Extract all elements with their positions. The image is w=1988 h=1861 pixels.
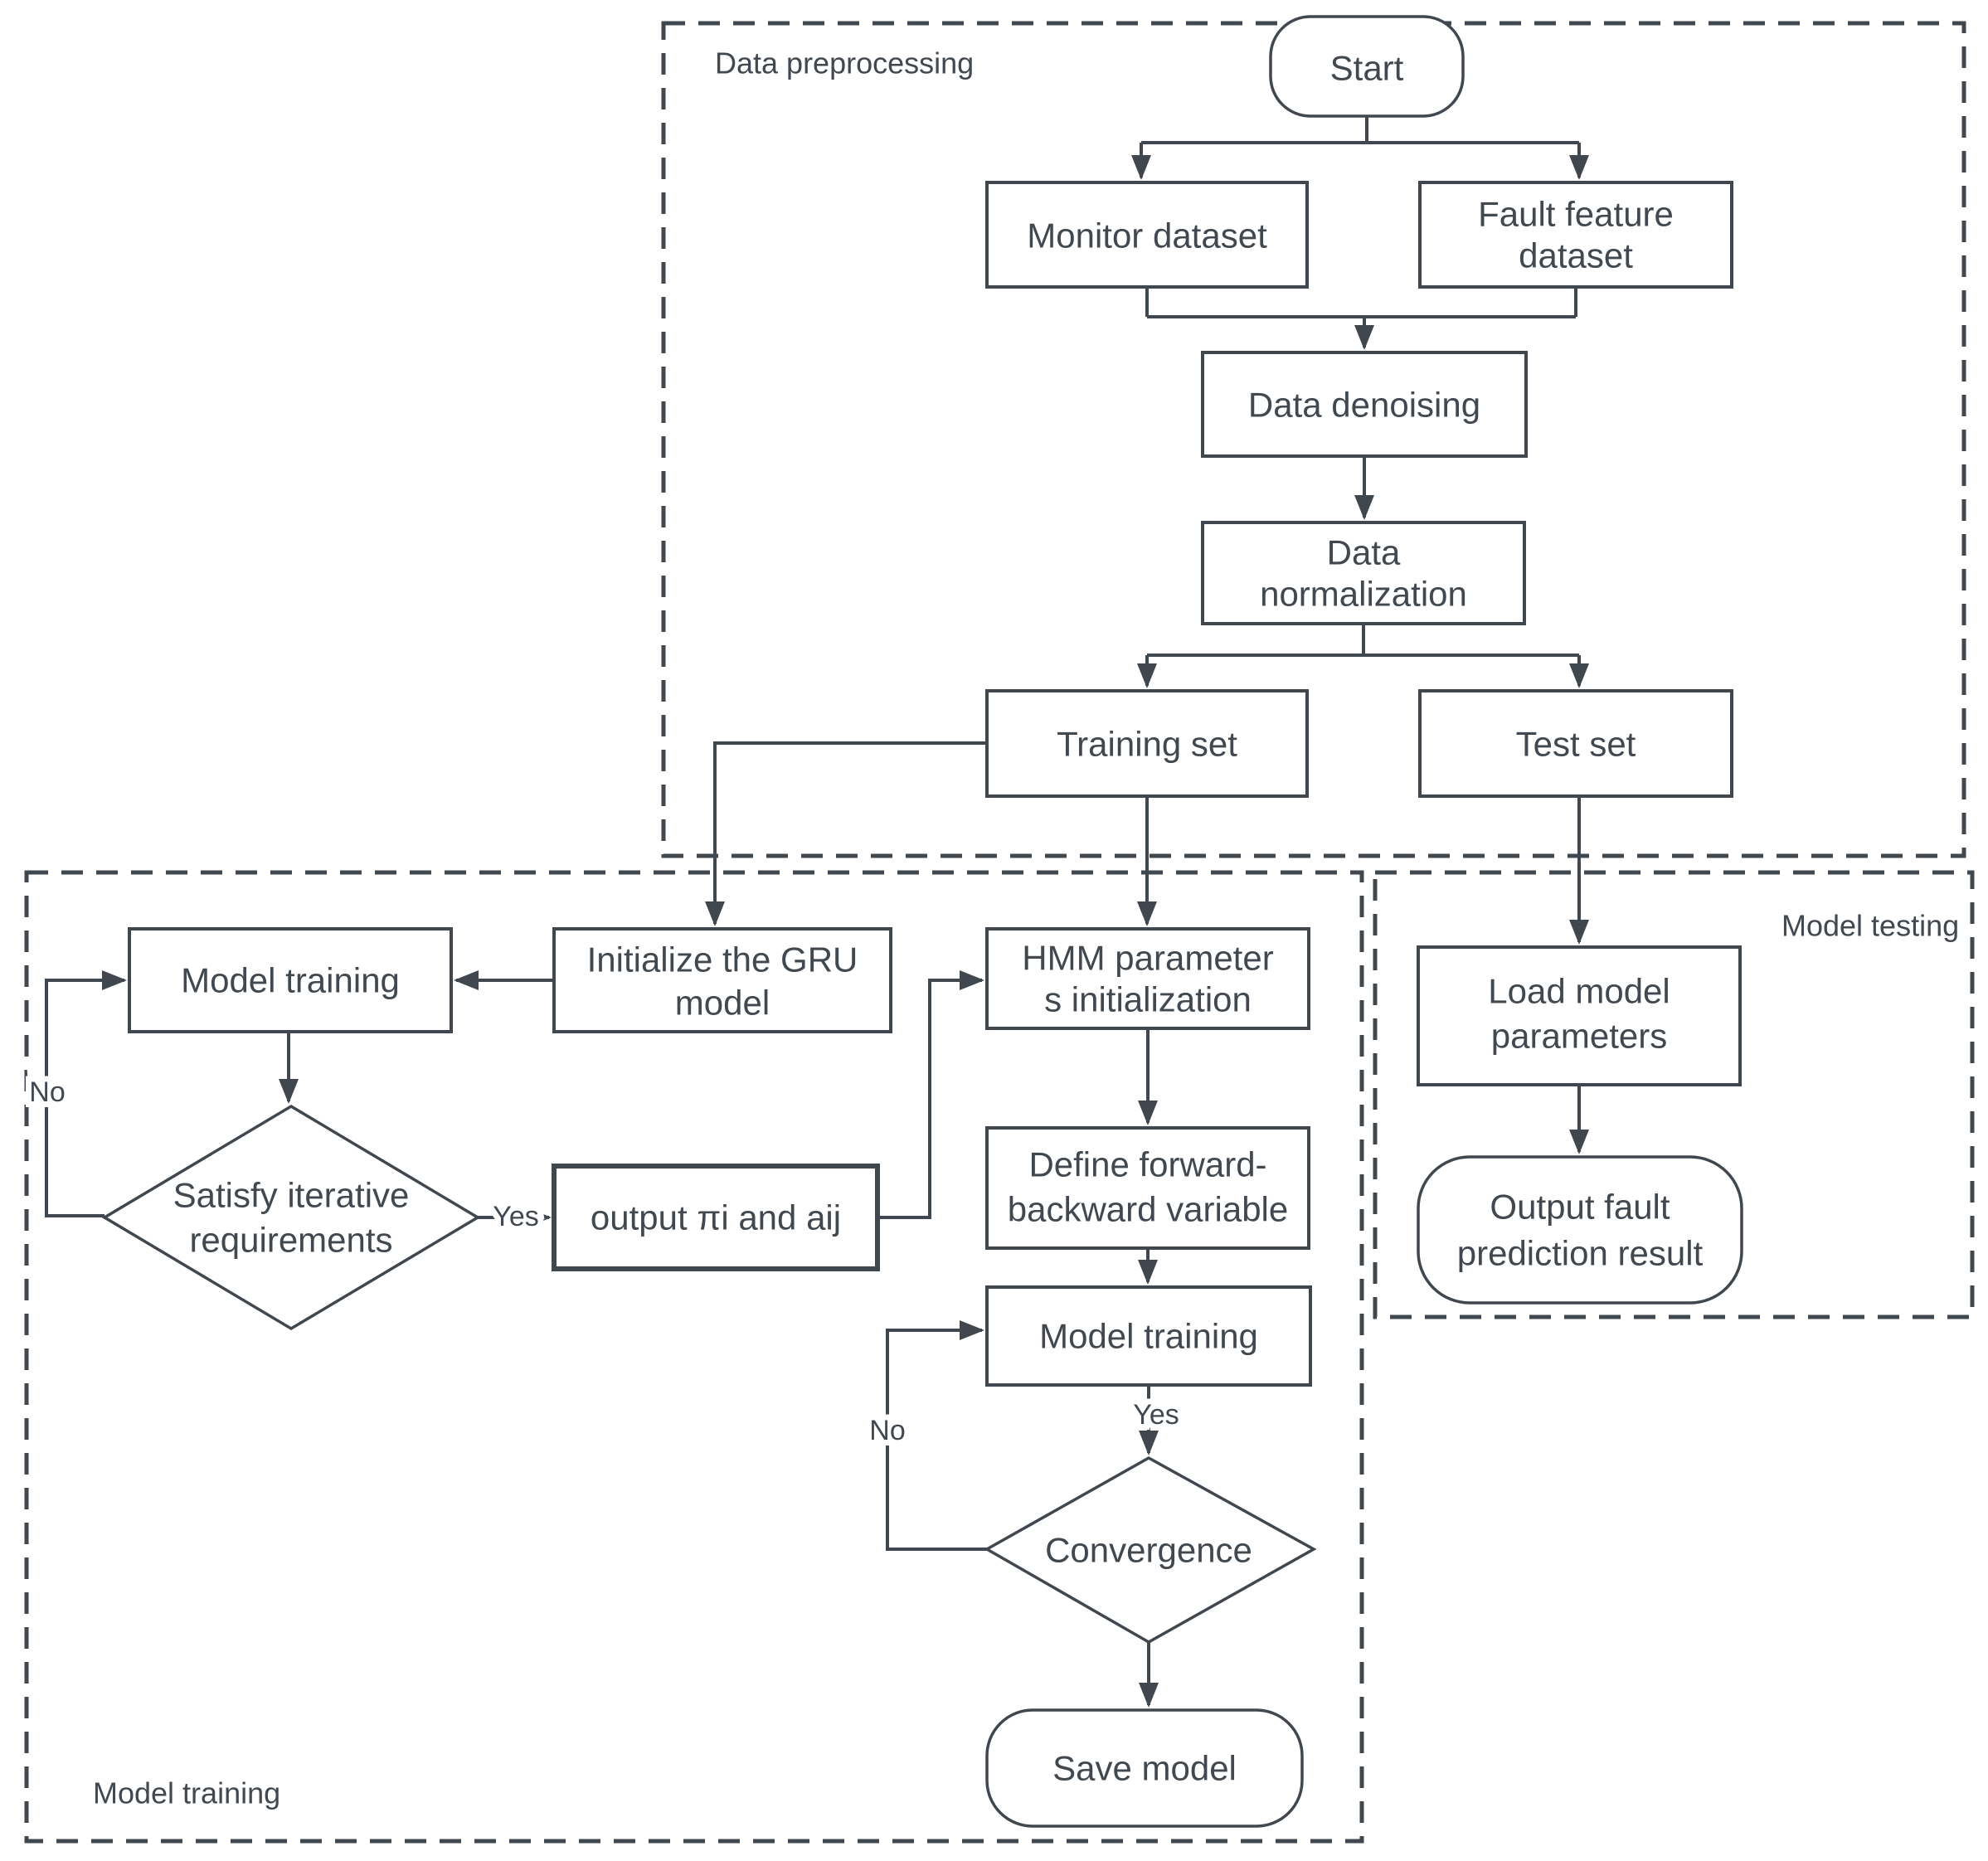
- save-model-shape: [985, 1708, 1304, 1828]
- monitor-dataset-label: Monitor dataset: [1027, 216, 1267, 255]
- node-model-training-hmm: Model training: [985, 1285, 1312, 1387]
- node-output-pi-and-aij: output πi and aij: [552, 1164, 880, 1271]
- model-training-hmm-shape: [985, 1285, 1312, 1387]
- connector-satisfy-no-loop: [45, 970, 127, 1217]
- initialize-gru-model-label-line2: model: [675, 984, 770, 1023]
- node-define-forward-backward-variable: Define forward- backward variable: [985, 1126, 1310, 1250]
- region-model-testing-label: Model testing: [1781, 909, 1959, 943]
- node-hmm-parameters-initialization: HMM parameter s initialization: [985, 927, 1310, 1030]
- edge-label-gru-no: No: [29, 1076, 65, 1108]
- region-model-training-label: Model training: [93, 1776, 280, 1810]
- region-model-testing: Model testing: [1373, 870, 1975, 1319]
- node-training-set: Training set: [985, 689, 1309, 798]
- data-normalization-label-line1: Data: [1327, 533, 1401, 572]
- node-fault-feature-dataset: Fault feature dataset: [1418, 181, 1733, 289]
- node-convergence: Convergence: [984, 1455, 1317, 1645]
- fault-feature-dataset-shape: [1418, 181, 1733, 289]
- test-set-label: Test set: [1516, 725, 1636, 764]
- hmm-parameters-initialization-label-line2: s initialization: [1044, 980, 1252, 1019]
- start-label: Start: [1330, 49, 1404, 88]
- model-training-hmm-label: Model training: [1039, 1317, 1258, 1356]
- data-normalization-shape: [1201, 521, 1526, 625]
- test-set-shape: [1418, 689, 1733, 798]
- model-training-gru-shape: [128, 927, 453, 1033]
- node-model-training-gru: Model training: [128, 927, 453, 1033]
- edge-label-gru-yes: Yes: [493, 1201, 538, 1232]
- define-forward-backward-variable-label-line1: Define forward-: [1028, 1145, 1266, 1184]
- satisfy-iterative-requirements-label-line2: requirements: [189, 1221, 392, 1260]
- node-satisfy-iterative-requirements: Satisfy iterative requirements: [101, 1104, 481, 1331]
- initialize-gru-model-shape: [552, 927, 892, 1033]
- initialize-gru-model-label-line1: Initialize the GRU: [587, 940, 858, 979]
- define-forward-backward-variable-shape: [985, 1126, 1310, 1250]
- load-model-parameters-shape: [1417, 945, 1742, 1086]
- node-load-model-parameters: Load model parameters: [1417, 945, 1742, 1086]
- connector-training-to-gru-init: [705, 741, 987, 926]
- connector-convergence-no-loop: [886, 1320, 987, 1551]
- node-output-fault-prediction-result: Output fault prediction result: [1417, 1155, 1743, 1305]
- region-model-testing-border: [1373, 870, 1975, 1319]
- start-terminal-shape: [1269, 15, 1465, 118]
- model-training-gru-label: Model training: [181, 961, 400, 1000]
- fault-feature-dataset-label-line1: Fault feature: [1478, 195, 1674, 234]
- node-data-denoising: Data denoising: [1201, 351, 1528, 458]
- data-normalization-label-line2: normalization: [1260, 575, 1467, 614]
- edge-label-hmm-no: No: [869, 1415, 905, 1446]
- node-monitor-dataset: Monitor dataset: [985, 181, 1309, 289]
- node-initialize-gru-model: Initialize the GRU model: [552, 927, 892, 1033]
- node-start: Start: [1269, 15, 1465, 118]
- convergence-diamond: [984, 1455, 1317, 1645]
- output-fault-prediction-result-shape: [1417, 1155, 1743, 1305]
- output-pi-and-aij-shape: [552, 1164, 880, 1271]
- region-model-training-border: [24, 870, 1364, 1844]
- monitor-dataset-shape: [985, 181, 1309, 289]
- node-test-set: Test set: [1418, 689, 1733, 798]
- output-fault-prediction-result-label-line2: prediction result: [1457, 1234, 1704, 1273]
- region-data-preprocessing-label: Data preprocessing: [715, 46, 974, 80]
- edge-label-hmm-yes: Yes: [1133, 1399, 1179, 1431]
- convergence-label: Convergence: [1045, 1531, 1252, 1570]
- hmm-parameters-initialization-shape: [985, 927, 1310, 1030]
- region-data-preprocessing-border: [661, 21, 1966, 858]
- define-forward-backward-variable-label-line2: backward variable: [1008, 1190, 1289, 1229]
- save-model-label: Save model: [1052, 1749, 1237, 1788]
- training-set-shape: [985, 689, 1309, 798]
- region-model-training: Model training: [24, 870, 1364, 1844]
- output-pi-and-aij-label: output πi and aij: [591, 1198, 841, 1237]
- flow-connectors: [45, 116, 1589, 1708]
- region-data-preprocessing: Data preprocessing: [661, 21, 1966, 858]
- node-data-normalization: Data normalization: [1201, 521, 1526, 625]
- fault-feature-dataset-label-line2: dataset: [1519, 236, 1633, 275]
- satisfy-iterative-requirements-label-line1: Satisfy iterative: [173, 1176, 410, 1215]
- training-set-label: Training set: [1057, 725, 1237, 764]
- hmm-parameters-initialization-label-line1: HMM parameter: [1022, 939, 1273, 978]
- satisfy-iterative-requirements-diamond: [101, 1104, 481, 1331]
- edge-labels: No Yes Yes No: [23, 1071, 1184, 1452]
- load-model-parameters-label-line1: Load model: [1488, 972, 1670, 1011]
- connector-output-to-hmm-init: [877, 970, 984, 1219]
- output-fault-prediction-result-label-line1: Output fault: [1490, 1188, 1670, 1227]
- node-save-model: Save model: [985, 1708, 1304, 1828]
- data-denoising-label: Data denoising: [1248, 386, 1480, 425]
- data-denoising-shape: [1201, 351, 1528, 458]
- load-model-parameters-label-line2: parameters: [1491, 1017, 1667, 1056]
